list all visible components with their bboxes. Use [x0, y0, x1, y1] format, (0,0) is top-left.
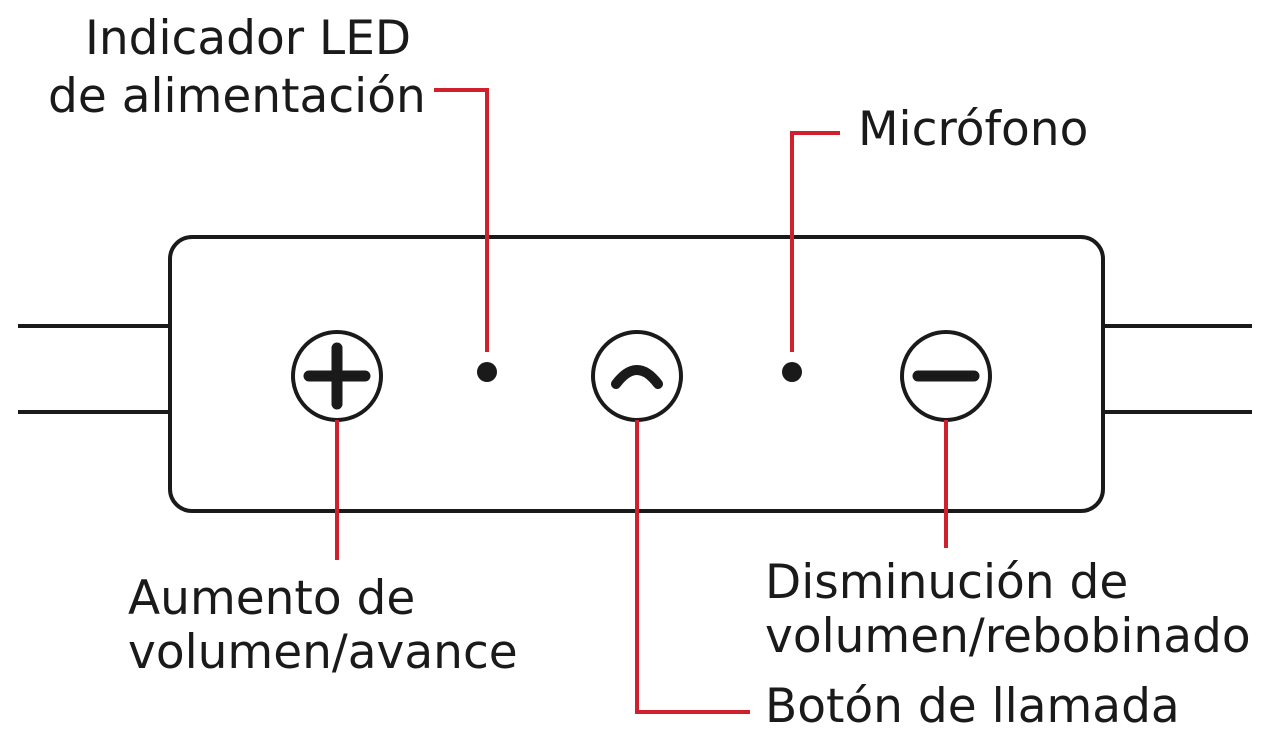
- label-power-led-line-2: de alimentación: [48, 69, 426, 124]
- microphone-dot: [782, 362, 802, 382]
- power-led-dot: [477, 362, 497, 382]
- label-call-button: Botón de llamada: [765, 680, 1180, 734]
- call-button: [591, 330, 683, 422]
- leader-line-led: [434, 88, 489, 352]
- label-volume-up: Aumento de volumen/avance: [128, 572, 518, 680]
- label-volume-down-line-1: Disminución de: [765, 555, 1129, 610]
- call-button-ring: [591, 330, 683, 422]
- cable-right: [1103, 324, 1252, 414]
- label-microphone: Micrófono: [858, 103, 1088, 157]
- label-volume-up-line-2: volumen/avance: [128, 625, 518, 680]
- label-volume-down-line-2: volumen/rebobinado: [765, 609, 1251, 664]
- phone-handset-icon: [611, 365, 663, 389]
- volume-up-button: [291, 330, 383, 422]
- label-call-button-text: Botón de llamada: [765, 679, 1180, 734]
- plus-icon: [303, 342, 371, 410]
- label-power-led-line-1: Indicador LED: [85, 11, 412, 66]
- label-microphone-text: Micrófono: [858, 102, 1089, 157]
- label-volume-down: Disminución de volumen/rebobinado: [765, 556, 1251, 664]
- leader-line-call: [635, 420, 750, 714]
- leader-line-mic: [790, 131, 840, 352]
- volume-down-button: [900, 330, 992, 422]
- label-power-led-2: de alimentación: [48, 70, 426, 124]
- label-power-led: Indicador LED: [85, 12, 411, 66]
- label-volume-up-line-1: Aumento de: [128, 571, 416, 626]
- cable-left: [18, 324, 170, 414]
